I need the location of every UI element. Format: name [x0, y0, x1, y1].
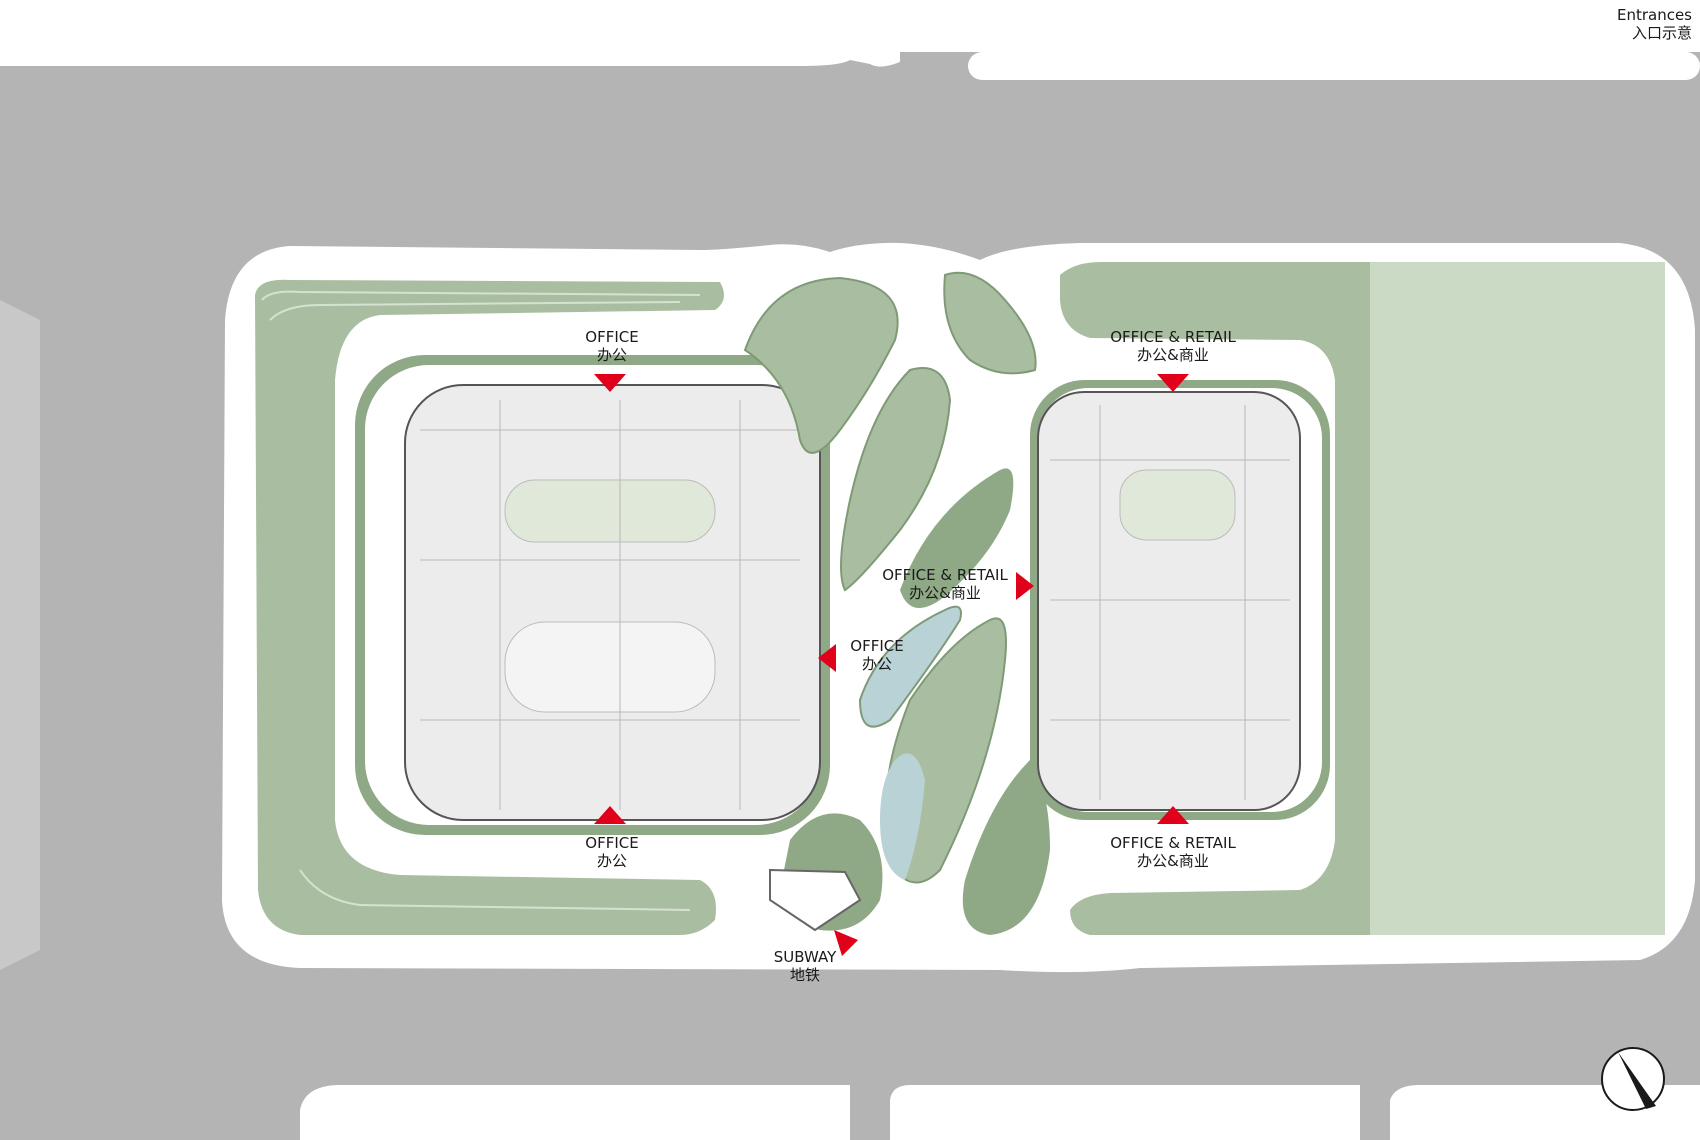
- entrance-label-subway: SUBWAY 地铁: [755, 948, 855, 984]
- right-atrium: [1119, 469, 1236, 541]
- entrance-label-cn: 办公: [861, 655, 892, 673]
- entrance-label-en: OFFICE & RETAIL: [882, 566, 1008, 584]
- water-pool-north: [858, 605, 962, 728]
- entrance-label-en: OFFICE & RETAIL: [1110, 328, 1236, 346]
- entrance-marker-office-center: [818, 644, 836, 672]
- right-building-grid: [1050, 405, 1290, 800]
- entrance-label-cn: 地铁: [789, 966, 820, 984]
- bottom-block-left: [300, 1085, 850, 1140]
- entrance-marker-office-retail-north: [1157, 374, 1189, 392]
- entrance-marker-office-south: [594, 806, 626, 824]
- right-building-floor: [1037, 391, 1301, 811]
- left-strip: [0, 300, 40, 970]
- pod-center-right: [900, 468, 1014, 608]
- entrance-label-cn: 办公&商业: [1137, 852, 1209, 870]
- legend: Entrances 入口示意: [1617, 6, 1692, 42]
- bottom-block-mid: [890, 1085, 1360, 1140]
- legend-title-cn: 入口示意: [1631, 24, 1692, 42]
- entrance-marker-office-retail-center: [1016, 572, 1034, 600]
- entrance-label-office-north: OFFICE 办公: [572, 328, 652, 364]
- left-atrium-south: [504, 621, 716, 713]
- subway-pavilion: [769, 868, 862, 932]
- top-block-left: [0, 52, 900, 67]
- left-atrium-north: [504, 479, 716, 543]
- pod-north-left: [743, 276, 899, 454]
- entrance-marker-office-north: [594, 374, 626, 392]
- north-arrow-icon: [1601, 1047, 1665, 1111]
- entrance-label-office-south: OFFICE 办公: [572, 834, 652, 870]
- entrance-label-en: SUBWAY: [773, 948, 837, 966]
- legend-title-en: Entrances: [1616, 6, 1692, 24]
- green-left-contour-3: [299, 869, 691, 911]
- entrance-label-cn: 办公&商业: [1137, 346, 1209, 364]
- entrance-label-en: OFFICE: [850, 637, 904, 655]
- entrance-label-cn: 办公&商业: [909, 584, 981, 602]
- top-block-right: [968, 52, 1700, 80]
- entrance-label-office-center: OFFICE 办公: [837, 637, 917, 673]
- green-right-lawn: [1370, 262, 1665, 935]
- pod-north-right: [943, 271, 1037, 375]
- green-left-contour: [261, 290, 701, 301]
- entrance-label-office-retail-center: OFFICE & RETAIL 办公&商业: [870, 566, 1020, 602]
- entrance-label-en: OFFICE & RETAIL: [1110, 834, 1236, 852]
- entrance-label-en: OFFICE: [585, 328, 639, 346]
- entrance-label-office-retail-north: OFFICE & RETAIL 办公&商业: [1098, 328, 1248, 364]
- left-building-grid: [420, 400, 800, 810]
- entrance-marker-subway: [834, 930, 858, 956]
- pod-center: [840, 367, 952, 592]
- water-pool-south: [880, 753, 925, 880]
- entrance-label-cn: 办公: [596, 346, 627, 364]
- entrance-marker-office-retail-south: [1157, 806, 1189, 824]
- entrance-label-office-retail-south: OFFICE & RETAIL 办公&商业: [1098, 834, 1248, 870]
- green-left: [255, 279, 724, 936]
- green-left-contour-2: [269, 301, 681, 321]
- pod-south-right: [962, 760, 1050, 935]
- entrance-label-en: OFFICE: [585, 834, 639, 852]
- left-building-floor: [404, 384, 821, 821]
- entrance-label-cn: 办公: [596, 852, 627, 870]
